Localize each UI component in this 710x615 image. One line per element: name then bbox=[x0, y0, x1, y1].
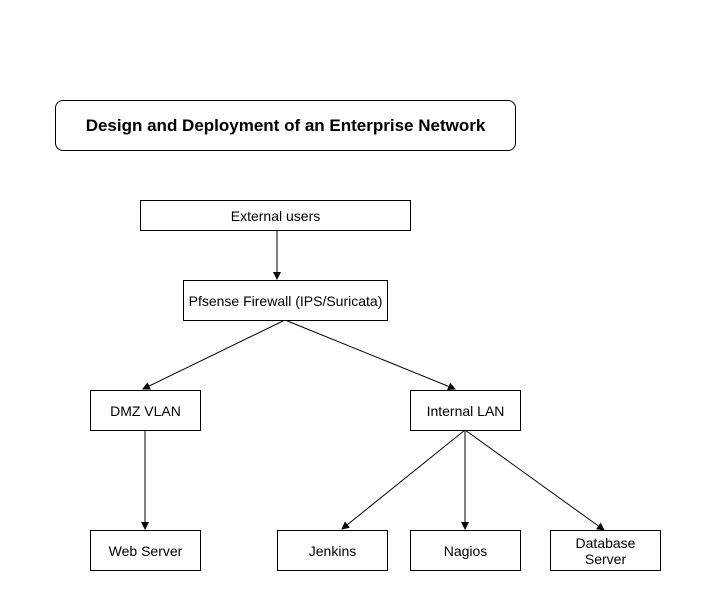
node-database-server-label-line2: Server bbox=[584, 550, 627, 567]
node-jenkins: Jenkins bbox=[277, 530, 388, 571]
edge-lan-to-database bbox=[464, 429, 605, 531]
node-firewall-label: Pfsense Firewall (IPS/Suricata) bbox=[188, 292, 383, 309]
node-external-users: External users bbox=[140, 200, 411, 231]
node-database-server: Database Server bbox=[550, 530, 661, 571]
edge-firewall-to-internal-lan bbox=[284, 319, 456, 391]
node-external-users-label: External users bbox=[230, 207, 321, 224]
node-nagios-label: Nagios bbox=[443, 542, 488, 559]
edge-lan-to-jenkins bbox=[341, 429, 466, 530]
node-web-server-label: Web Server bbox=[108, 542, 183, 559]
node-nagios: Nagios bbox=[410, 530, 521, 571]
edge-firewall-to-dmz bbox=[142, 319, 286, 390]
node-jenkins-label: Jenkins bbox=[308, 542, 357, 559]
diagram-title: Design and Deployment of an Enterprise N… bbox=[85, 115, 486, 135]
node-internal-lan-label: Internal LAN bbox=[426, 402, 505, 419]
node-dmz-vlan-label: DMZ VLAN bbox=[110, 402, 181, 419]
node-database-server-label-line1: Database bbox=[575, 534, 636, 551]
diagram-title-box: Design and Deployment of an Enterprise N… bbox=[55, 100, 516, 151]
node-firewall: Pfsense Firewall (IPS/Suricata) bbox=[183, 280, 388, 321]
node-dmz-vlan: DMZ VLAN bbox=[90, 390, 201, 431]
node-web-server: Web Server bbox=[90, 530, 201, 571]
node-internal-lan: Internal LAN bbox=[410, 390, 521, 431]
